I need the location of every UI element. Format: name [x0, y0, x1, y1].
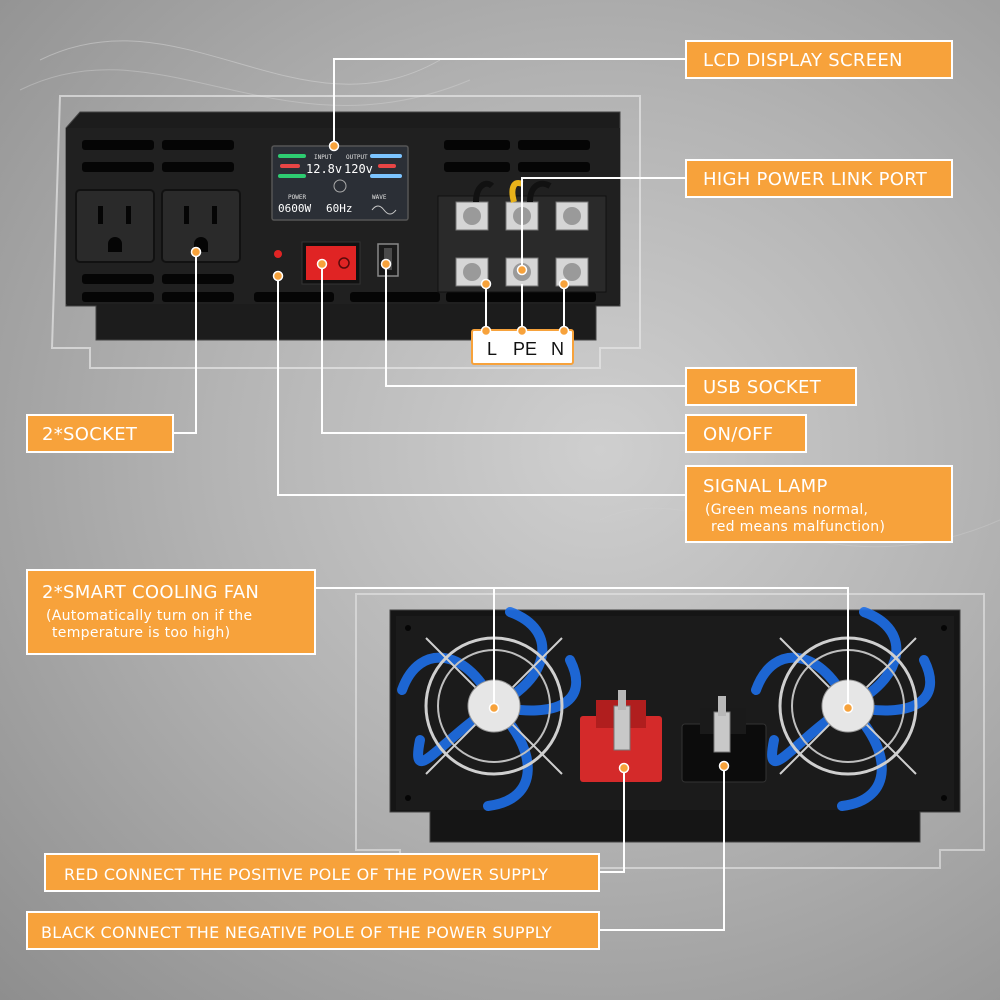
label-red-positive-pole: RED CONNECT THE POSITIVE POLE OF THE POW… [44, 853, 600, 892]
label-text: RED CONNECT THE POSITIVE POLE OF THE POW… [64, 865, 549, 884]
terminal-n-label: N [551, 339, 564, 359]
lcd-power-value: 0600W [278, 202, 312, 215]
label-note: red means malfunction) [711, 519, 886, 535]
label-signal-lamp: SIGNAL LAMP (Green means normal, red mea… [685, 465, 953, 543]
label-text: HIGH POWER LINK PORT [703, 169, 928, 190]
label-black-negative-pole: BLACK CONNECT THE NEGATIVE POLE OF THE P… [26, 911, 600, 950]
lcd-input-label: INPUT [314, 154, 333, 161]
label-on-off: ON/OFF [685, 414, 807, 453]
label-text: USB SOCKET [703, 377, 822, 398]
lcd-frequency-value: 60Hz [326, 202, 353, 215]
label-text: SIGNAL LAMP [703, 476, 828, 497]
lcd-wave-label: WAVE [372, 194, 387, 201]
label-text: ON/OFF [703, 424, 774, 445]
label-text: LCD DISPLAY SCREEN [703, 50, 903, 71]
label-usb-socket: USB SOCKET [685, 367, 857, 406]
label-smart-cooling-fan: 2*SMART COOLING FAN (Automatically turn … [26, 569, 316, 655]
label-text: 2*SMART COOLING FAN [42, 582, 260, 603]
callout-dots [190, 140, 854, 774]
terminal-l-label: L [487, 339, 498, 359]
label-note: (Automatically turn on if the [46, 608, 253, 624]
label-text: 2*SOCKET [42, 424, 138, 445]
lcd-output-label: OUTPUT [346, 154, 368, 161]
lcd-screen [271, 145, 409, 221]
vent-slots [82, 140, 596, 302]
red-lamp [274, 250, 282, 258]
label-high-power-link-port: HIGH POWER LINK PORT [685, 159, 953, 198]
lcd-input-voltage: 12.8v [306, 162, 343, 176]
label-text: BLACK CONNECT THE NEGATIVE POLE OF THE P… [41, 923, 552, 942]
terminal-pe-label: PE [513, 339, 538, 359]
lcd-output-voltage: 120v [344, 162, 373, 176]
lcd-power-label: POWER [288, 194, 307, 201]
label-socket: 2*SOCKET [26, 414, 174, 453]
label-note: (Green means normal, [705, 502, 869, 518]
positive-terminal [580, 690, 662, 782]
label-lcd-display-screen: LCD DISPLAY SCREEN [685, 40, 953, 79]
negative-terminal [681, 696, 767, 783]
ac-socket-left [75, 189, 155, 263]
label-note: temperature is too high) [52, 625, 231, 641]
